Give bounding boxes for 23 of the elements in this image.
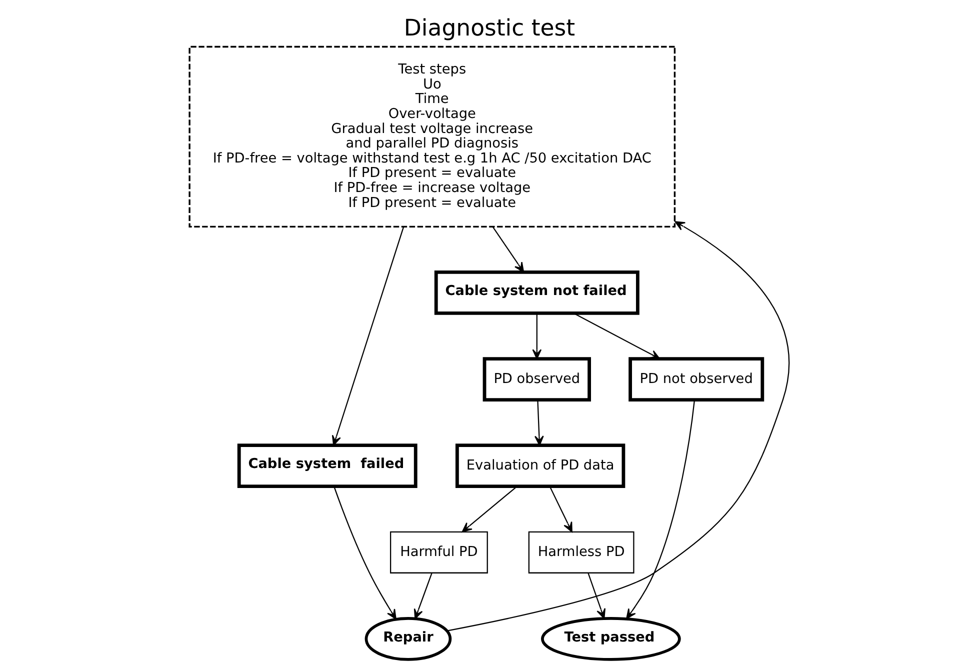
arrow xyxy=(532,313,542,360)
arrow xyxy=(414,572,432,620)
arrow xyxy=(588,572,606,619)
arrow xyxy=(626,400,696,620)
arrow xyxy=(574,312,660,360)
node-box: Test steps Uo Time Over-voltage Gradual test voltage increase and parallel PD diagnosis If PD-free = voltage withstand test e.g 1h AC /50 excitation DAC If PD present = evaluate If PD-free = increase voltage If PD present = evaluate xyxy=(188,46,676,228)
arrow xyxy=(447,221,790,632)
diagram-title: Diagnostic test xyxy=(404,15,576,42)
node-box: PD not observed xyxy=(628,357,764,402)
node-box: Cable system failed xyxy=(237,444,418,488)
node-ellipse: Test passed xyxy=(541,617,681,661)
arrow xyxy=(549,486,572,532)
node-box: Harmful PD xyxy=(390,531,488,574)
node-box: Harmless PD xyxy=(528,531,634,574)
arrow xyxy=(334,486,396,620)
arrow xyxy=(332,226,404,446)
arrow xyxy=(534,400,544,446)
node-box: Cable system not failed xyxy=(434,270,640,315)
node-box: Evaluation of PD data xyxy=(455,444,626,488)
node-box: PD observed xyxy=(482,357,591,402)
node-ellipse: Repair xyxy=(364,617,452,661)
arrow xyxy=(462,486,518,532)
arrow xyxy=(492,226,524,273)
